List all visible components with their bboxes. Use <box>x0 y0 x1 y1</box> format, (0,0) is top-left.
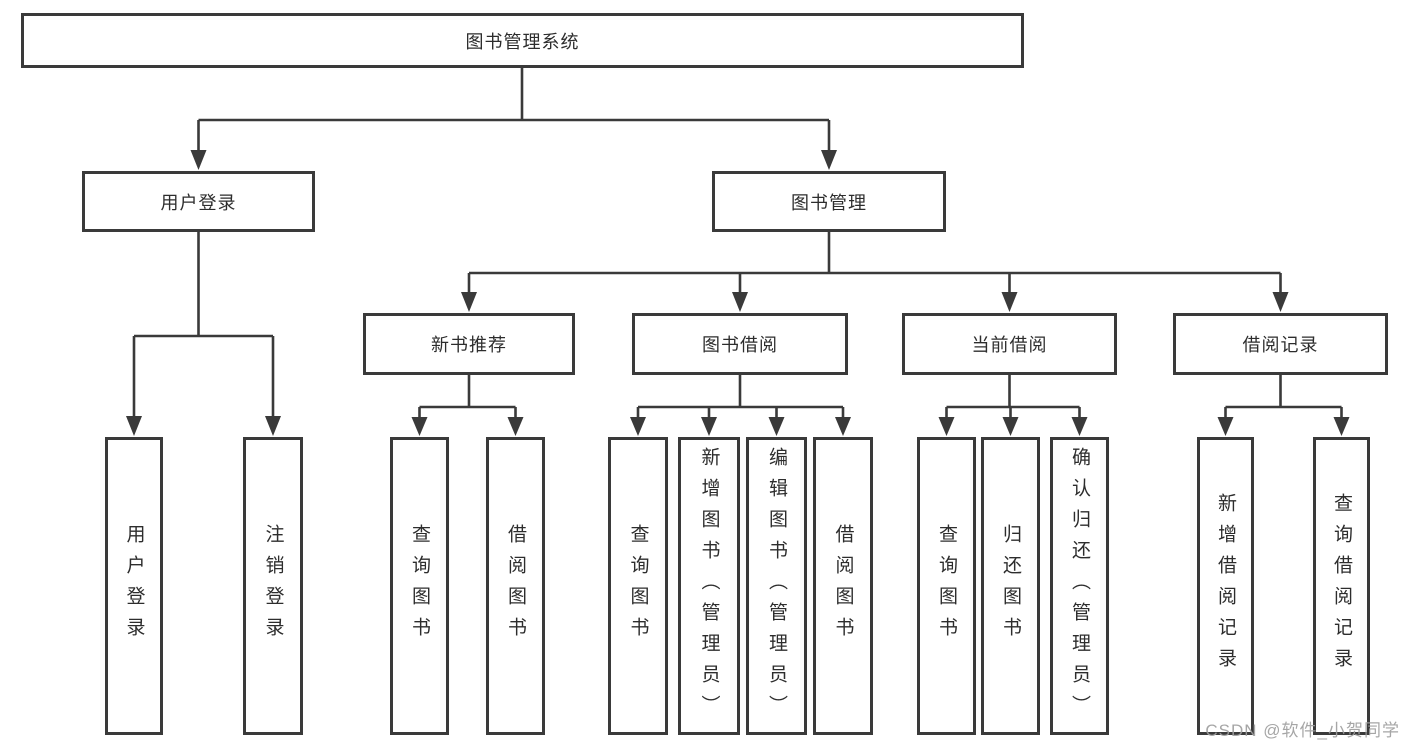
connector-root-to-level2 <box>190 68 837 170</box>
node-rec-query-borrow-record: 查询借阅记录 <box>1313 437 1370 735</box>
node-cur-return-books: 归还图书 <box>981 437 1040 735</box>
node-bor-add-books: 新增图书（管理员） <box>678 437 740 735</box>
connector-book-management-children <box>461 232 1289 312</box>
node-user-login-module: 用户登录 <box>82 171 315 232</box>
node-user-login: 用户登录 <box>105 437 163 735</box>
connector-borrowing-records-children <box>1217 375 1350 436</box>
node-logout: 注销登录 <box>243 437 303 735</box>
node-borrowing-records: 借阅记录 <box>1173 313 1388 375</box>
node-new-book-recommend: 新书推荐 <box>363 313 575 375</box>
node-rec-borrow-books: 借阅图书 <box>486 437 545 735</box>
node-bor-edit-books: 编辑图书（管理员） <box>746 437 807 735</box>
node-cur-confirm-return: 确认归还（管理员） <box>1050 437 1109 735</box>
connector-user-login-children <box>126 232 281 436</box>
node-rec-query-books: 查询图书 <box>390 437 449 735</box>
node-current-borrowing: 当前借阅 <box>902 313 1117 375</box>
node-bor-query-books: 查询图书 <box>608 437 668 735</box>
node-cur-query-books: 查询图书 <box>917 437 976 735</box>
node-rec-add-borrow-record: 新增借阅记录 <box>1197 437 1254 735</box>
watermark: CSDN @软件_小贺同学 <box>1205 721 1400 740</box>
connector-new-book-recommend-children <box>411 375 524 436</box>
connector-current-borrowing-children <box>938 375 1088 436</box>
connector-book-borrowing-children <box>630 375 851 436</box>
node-book-management: 图书管理 <box>712 171 946 232</box>
node-book-borrowing: 图书借阅 <box>632 313 848 375</box>
node-root: 图书管理系统 <box>21 13 1024 68</box>
node-bor-borrow-books: 借阅图书 <box>813 437 873 735</box>
